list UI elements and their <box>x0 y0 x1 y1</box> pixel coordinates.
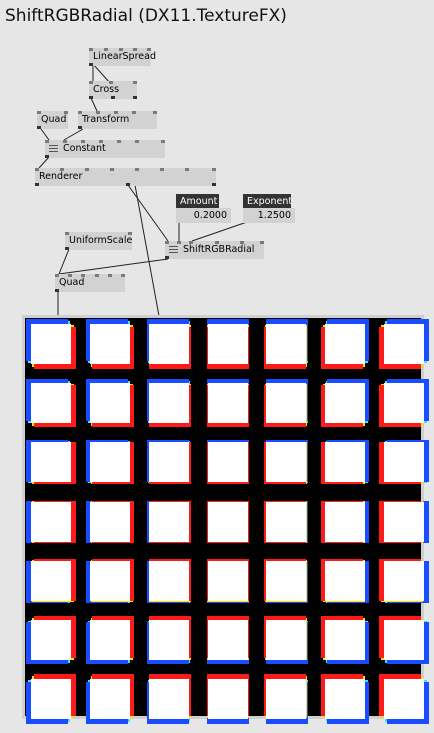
wire-shift-quad <box>58 258 169 275</box>
wire-exponent-shift <box>191 221 248 242</box>
node-transform[interactable]: Transform <box>78 111 157 129</box>
preview-cell <box>325 383 366 424</box>
amount-iobox-value[interactable]: 0.2000 <box>176 208 231 223</box>
preview-cell <box>266 501 307 542</box>
preview-cell <box>384 383 424 424</box>
wire-transform-constant <box>63 128 84 141</box>
preview-cell <box>207 383 248 424</box>
preview-cell <box>384 442 424 483</box>
preview-cell <box>89 501 130 542</box>
preview-cell <box>207 442 248 483</box>
preview-cell <box>148 619 189 660</box>
menu-icon <box>49 145 58 153</box>
wire-cross-transform <box>90 97 98 112</box>
wire-constant-renderer <box>38 156 50 169</box>
preview-cell <box>325 679 366 719</box>
preview-cell <box>266 442 307 483</box>
node-renderer[interactable]: Renderer <box>35 168 216 186</box>
menu-icon <box>169 246 178 254</box>
preview-cell <box>207 501 248 542</box>
preview-cell <box>384 619 424 660</box>
preview-cell <box>325 501 366 542</box>
preview-cell <box>266 560 307 601</box>
preview-cell <box>325 324 366 364</box>
preview-cell <box>148 324 189 364</box>
preview-cell <box>89 383 130 424</box>
preview-cell <box>148 442 189 483</box>
preview-cell <box>207 560 248 601</box>
preview-cell <box>31 560 71 601</box>
node-renderer-label: Renderer <box>39 171 83 182</box>
node-uniform-scale[interactable]: UniformScale <box>65 232 132 250</box>
preview-cell <box>266 619 307 660</box>
preview-cell <box>384 501 424 542</box>
node-transform-label: Transform <box>82 114 130 125</box>
wire-renderer-shift <box>127 184 169 242</box>
preview-cell <box>325 619 366 660</box>
preview-cell <box>89 560 130 601</box>
preview-cell <box>325 442 366 483</box>
wire-renderer-preview <box>134 184 160 317</box>
node-cross[interactable]: Cross <box>89 81 137 99</box>
preview-cell <box>148 501 189 542</box>
preview-cell <box>31 324 71 364</box>
wire-quad-constant <box>40 128 50 141</box>
preview-cell <box>31 501 71 542</box>
node-quad-bottom[interactable]: Quad <box>55 274 125 292</box>
preview-cell <box>207 619 248 660</box>
preview-cell <box>89 679 130 719</box>
preview-cell <box>266 679 307 719</box>
node-cross-label: Cross <box>93 84 120 95</box>
exponent-iobox-value[interactable]: 1.2500 <box>243 208 295 223</box>
wire-scale-quad <box>58 248 70 275</box>
node-quad-top-label: Quad <box>41 114 67 125</box>
preview-cell <box>31 383 71 424</box>
preview-cell <box>89 619 130 660</box>
preview-cell <box>207 324 248 364</box>
node-uniform-scale-label: UniformScale <box>69 235 133 246</box>
node-quad-bottom-label: Quad <box>59 277 85 288</box>
exponent-iobox-label: Exponent <box>243 194 292 209</box>
preview-cell <box>89 324 130 364</box>
preview-cell <box>384 560 424 601</box>
renderer-preview[interactable] <box>22 315 424 719</box>
preview-cell <box>266 383 307 424</box>
preview-cell <box>148 560 189 601</box>
node-linear-spread-label: LinearSpread <box>93 51 156 62</box>
preview-cell <box>31 442 71 483</box>
preview-cell <box>148 383 189 424</box>
node-linear-spread[interactable]: LinearSpread <box>89 48 156 66</box>
node-constant[interactable]: Constant <box>45 140 165 158</box>
amount-iobox-label: Amount <box>176 194 219 209</box>
preview-grid <box>25 318 424 719</box>
wire-spread-cross-2 <box>92 63 111 84</box>
preview-cell <box>31 619 71 660</box>
window-title: ShiftRGBRadial (DX11.TextureFX) <box>5 6 287 26</box>
node-shift-rgb-radial[interactable]: ShiftRGBRadial <box>165 241 264 259</box>
preview-cell <box>384 324 424 364</box>
preview-cell <box>148 679 189 719</box>
node-constant-label: Constant <box>63 143 106 154</box>
preview-cell <box>207 679 248 719</box>
node-quad-top[interactable]: Quad <box>37 111 68 129</box>
node-shift-rgb-radial-label: ShiftRGBRadial <box>183 244 255 255</box>
preview-cell <box>89 442 130 483</box>
preview-cell <box>325 560 366 601</box>
preview-cell <box>31 679 71 719</box>
preview-cell <box>266 324 307 364</box>
preview-cell <box>384 679 424 719</box>
